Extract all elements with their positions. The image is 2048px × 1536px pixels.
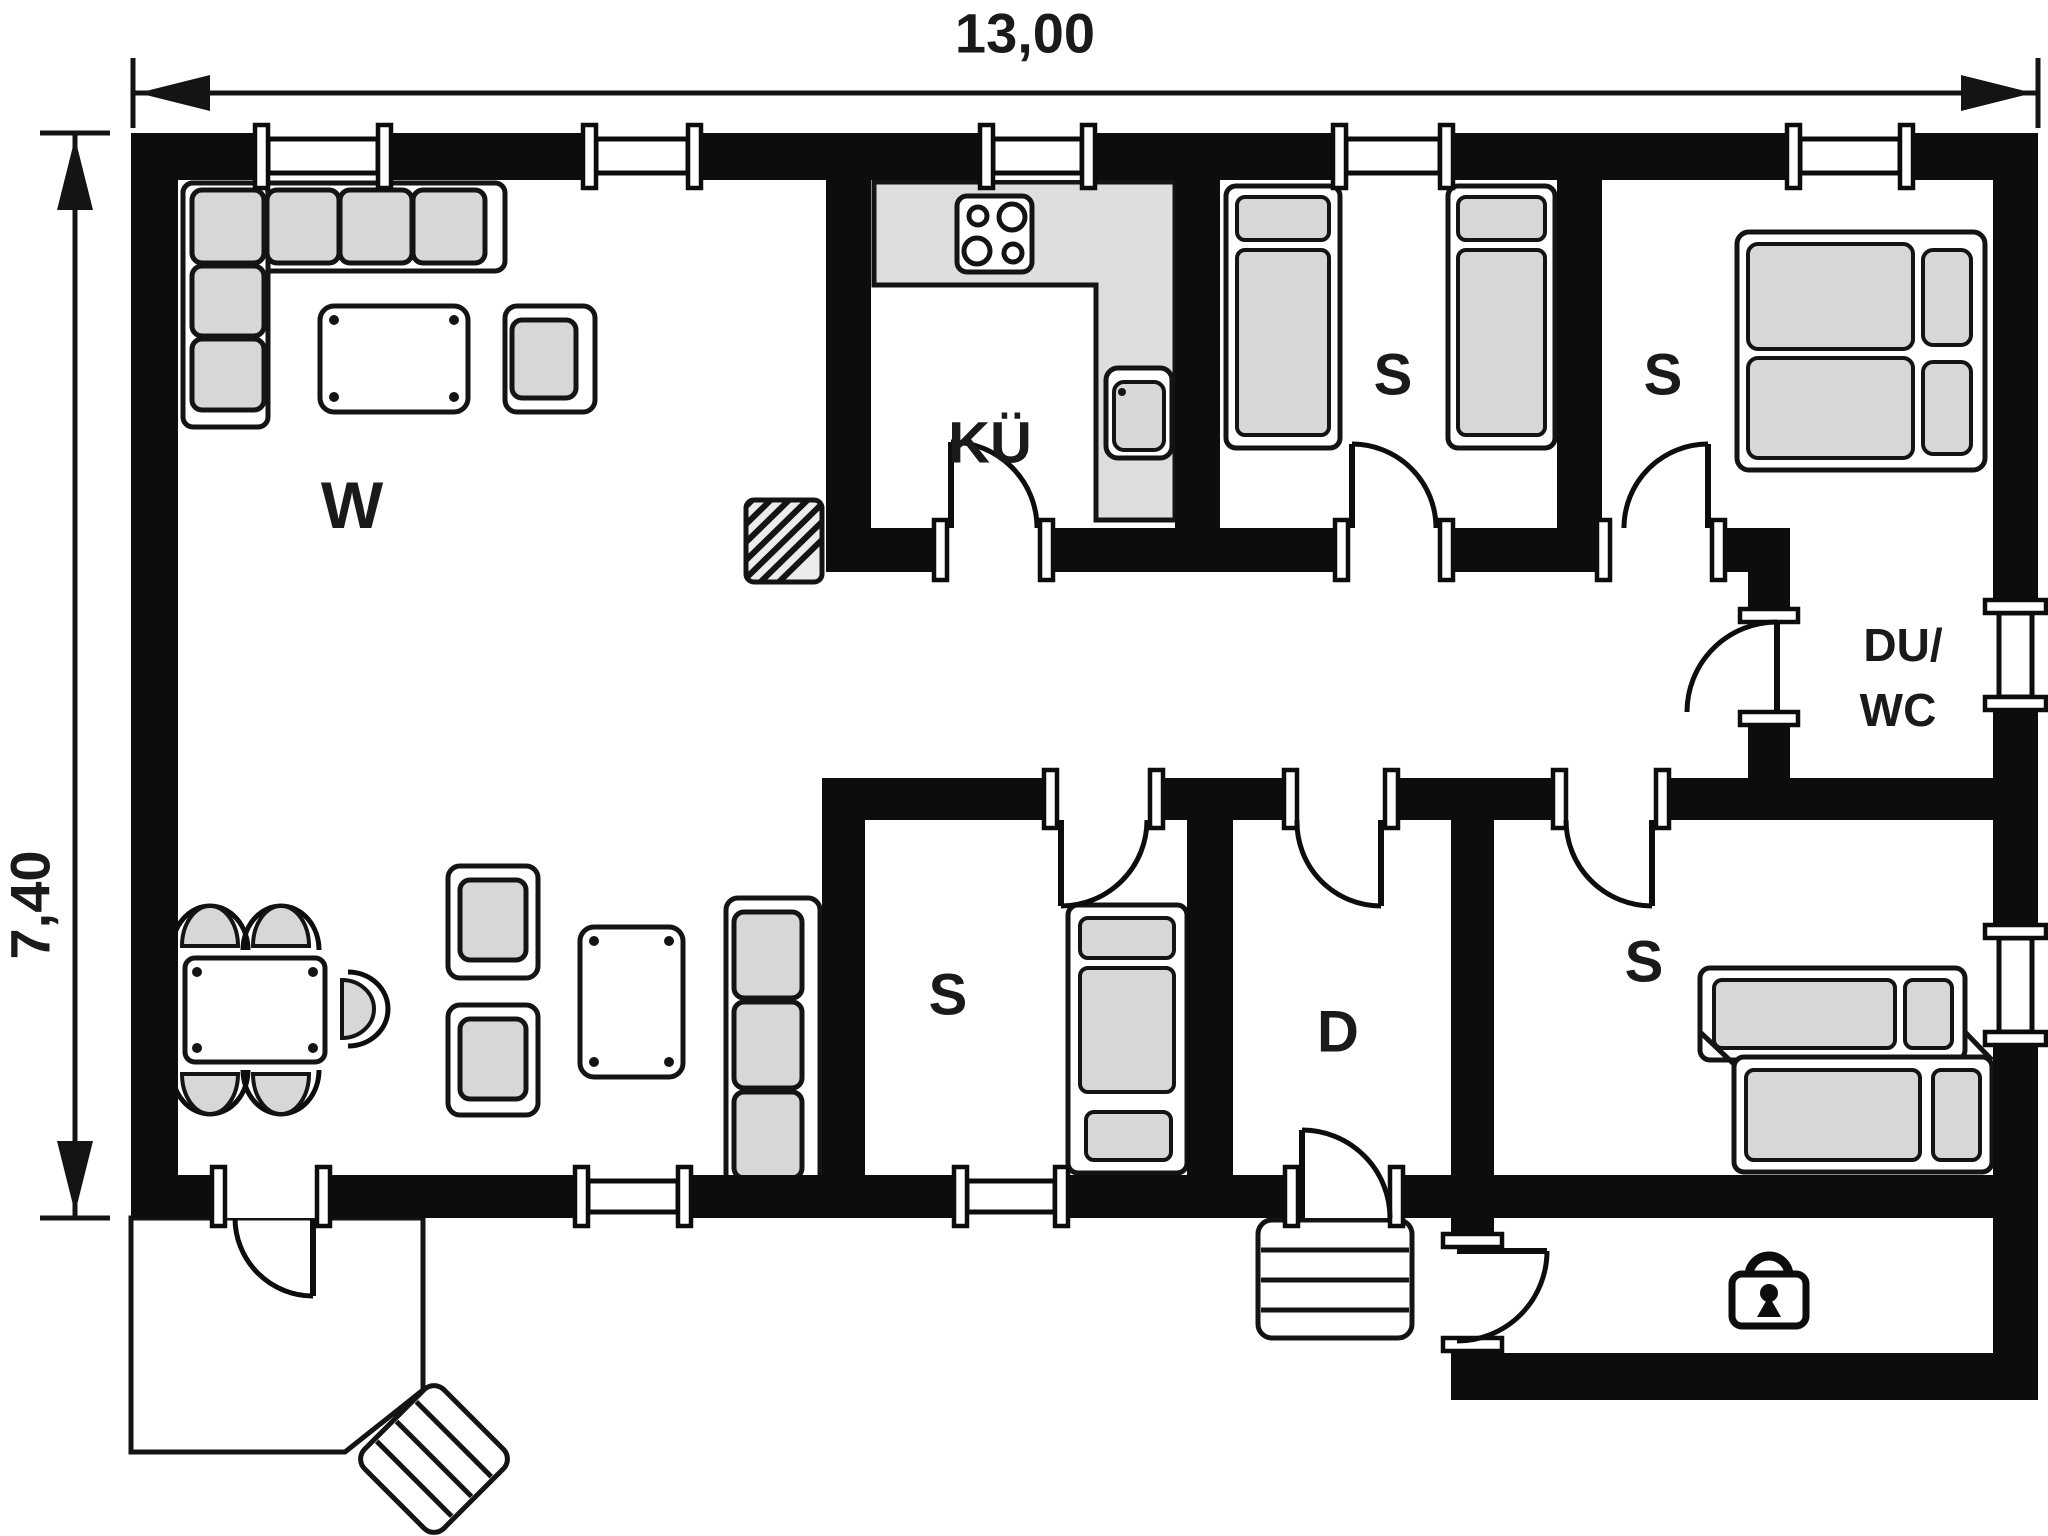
wall-kitchen-left	[826, 180, 871, 572]
door-bedroom-top-right	[1594, 441, 1728, 583]
label-bedroom-bottom-left: S	[929, 963, 968, 1028]
terrace-outline	[128, 1215, 426, 1455]
window	[252, 122, 394, 191]
door-kitchen	[931, 439, 1056, 583]
wall-band-lower	[822, 778, 1993, 820]
double-bed	[1734, 229, 1988, 473]
armchair	[502, 303, 598, 415]
window	[580, 122, 704, 191]
label-bedroom-top-right: S	[1644, 343, 1683, 408]
sink-icon	[1103, 365, 1175, 461]
door-bedroom-top-left	[1332, 441, 1456, 583]
door-terrace	[209, 1164, 333, 1299]
walls	[131, 133, 2038, 1400]
window	[572, 1164, 694, 1229]
label-bedroom-top-left: S	[1374, 343, 1413, 408]
dining-table-set	[169, 903, 391, 1117]
door-entrance-corridor	[1440, 1231, 1550, 1354]
window	[977, 122, 1098, 191]
bed-single-bottom	[1065, 902, 1190, 1176]
window	[1982, 597, 2048, 713]
label-kitchen: KÜ	[948, 411, 1032, 476]
dining-table	[182, 955, 328, 1065]
door-shower-wc	[1684, 606, 1801, 728]
wall-kitchen-right	[1175, 180, 1220, 572]
dimension-height-value: 7,40	[0, 851, 62, 960]
room-labels: W KÜ S S DU/ WC S D S	[321, 343, 1943, 1065]
door-bedroom-bottom-left	[1041, 767, 1166, 909]
stairs-icon	[358, 1383, 510, 1535]
label-shower-wc-line2: WC	[1860, 684, 1937, 736]
door-dressing-top	[1281, 767, 1401, 909]
lock-icon	[1728, 1251, 1810, 1330]
chimney-icon	[743, 497, 825, 585]
window	[1330, 122, 1456, 191]
wall-d-s-divider	[1451, 820, 1494, 1175]
three-seat-sofa	[723, 895, 823, 1193]
label-bedroom-bottom-right: S	[1625, 930, 1664, 995]
dimension-width: 13,00	[130, 2, 2041, 128]
window	[951, 1164, 1071, 1229]
side-table	[577, 924, 686, 1080]
bed-single-top-2	[1445, 183, 1558, 451]
door-bedroom-bottom-right	[1550, 767, 1672, 909]
stove-icon	[954, 193, 1035, 275]
square-chair-1	[445, 863, 541, 981]
window	[1982, 922, 2048, 1048]
label-dressing: D	[1317, 1000, 1359, 1065]
dimension-width-value: 13,00	[955, 2, 1095, 65]
stacked-beds	[1697, 965, 1995, 1175]
terrace	[128, 1215, 426, 1455]
wall-bottom	[131, 1175, 2038, 1218]
wall-bedroom-bl-left	[822, 820, 865, 1175]
doors	[209, 439, 1801, 1354]
label-living-room: W	[321, 468, 384, 542]
square-chair-2	[445, 1002, 541, 1118]
wall-left	[131, 133, 178, 1218]
wall-extension-bottom	[1451, 1353, 2038, 1400]
corner-sofa	[180, 180, 508, 430]
bed-single-top-1	[1223, 183, 1343, 451]
window	[1784, 122, 1916, 191]
steps-icon	[1255, 1217, 1415, 1341]
door-dressing-exterior	[1282, 1127, 1406, 1229]
label-shower-wc-line1: DU/	[1863, 619, 1942, 671]
coffee-table	[317, 303, 471, 415]
windows	[252, 122, 2048, 1229]
wall-bedrooms-divider	[1557, 180, 1602, 572]
wall-s-d-divider	[1187, 820, 1233, 1175]
dimension-height: 7,40	[0, 130, 110, 1221]
